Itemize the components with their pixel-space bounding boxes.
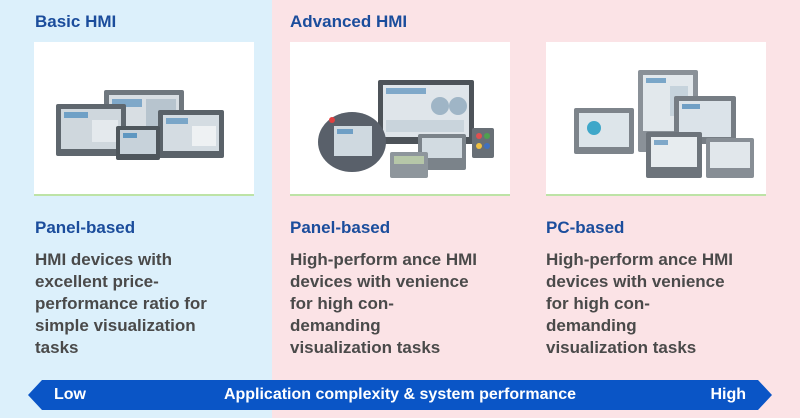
column-1-description: HMI devices with excellent price- perfor… [35,250,207,357]
column-1-subtitle: Panel-based [35,218,136,237]
column-2-description: High-perform ance HMI devices with venie… [290,250,478,357]
hmi-mobile-panel [318,112,386,172]
industrial-pc-left [574,108,634,154]
double-arrow-shape [28,380,772,410]
advanced-panel-image [290,42,510,196]
industrial-pc-right [674,96,736,144]
complexity-scale-arrow: Application complexity & system performa… [28,380,772,410]
column-2-subtitle: Panel-based [290,218,391,237]
hmi-panel-small [116,126,160,160]
basic-hmi-title: Basic HMI [35,12,117,31]
scale-high-label: High [710,386,746,403]
industrial-pc-bottom [646,132,754,178]
scale-label: Application complexity & system performa… [223,386,577,403]
advanced-hmi-title: Advanced HMI [290,12,408,31]
scale-low-label: Low [54,386,86,403]
basic-panel-image [34,42,254,196]
push-button-module [472,128,494,158]
pc-panel-image [546,42,766,196]
hmi-panel-right [158,110,224,158]
column-3-description: High-perform ance HMI devices with venie… [546,250,734,357]
hmi-panel-keys [390,134,466,178]
hmi-panel-widescreen [378,80,474,144]
column-3-subtitle: PC-based [546,218,625,237]
hmi-panel-left [56,104,126,156]
